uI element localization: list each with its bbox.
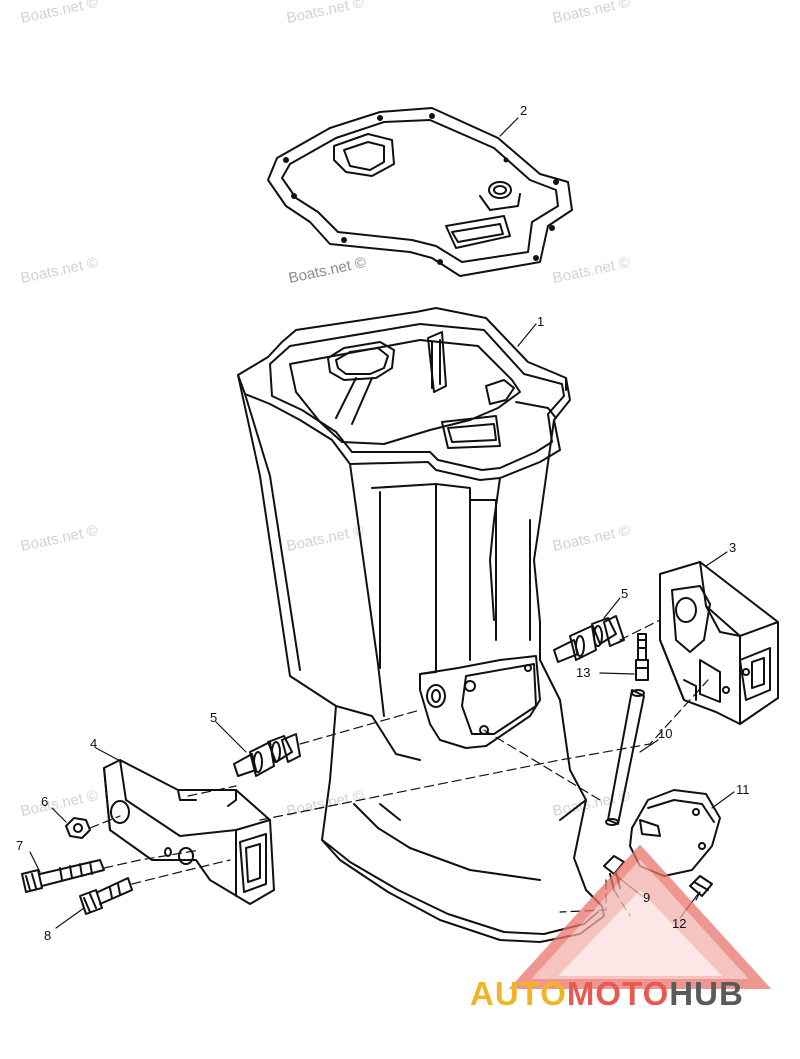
callout-11: 11 (736, 782, 750, 797)
logo-triangle (508, 844, 772, 989)
logo-text-moto: MOTO (566, 975, 670, 1012)
callout-10: 10 (658, 726, 673, 741)
callout-8: 8 (44, 928, 52, 943)
bolt-part-8 (79, 877, 133, 915)
callout-4: 4 (90, 736, 98, 751)
callout-2: 2 (520, 103, 528, 118)
drive-shaft-housing-part-1 (237, 307, 605, 943)
callout-6: 6 (41, 794, 49, 809)
mount-bracket-part-4 (103, 759, 275, 905)
rubber-mount-part-5-left (233, 733, 301, 777)
callout-3: 3 (729, 540, 737, 555)
gasket-part-2 (267, 107, 573, 277)
hose-part-10 (605, 689, 645, 826)
callout-13: 13 (576, 665, 591, 680)
callout-5-right: 5 (621, 586, 629, 601)
logo-text-hub: HUB (669, 975, 744, 1012)
callout-1: 1 (537, 314, 545, 329)
callout-7: 7 (16, 838, 24, 853)
rubber-mount-part-5-right (553, 615, 625, 663)
callout-5-left: 5 (210, 710, 218, 725)
logo-text-auto: AUTO (470, 975, 567, 1012)
callout-9: 9 (643, 890, 651, 905)
bolt-part-7 (21, 859, 105, 893)
automotohub-logo: AUTOMOTOHUB (470, 975, 744, 1013)
screw-part-12 (689, 875, 713, 897)
fitting-part-13 (635, 633, 649, 681)
callout-12: 12 (672, 916, 687, 931)
mount-bracket-part-3 (659, 561, 779, 725)
nut-part-6 (65, 817, 91, 839)
